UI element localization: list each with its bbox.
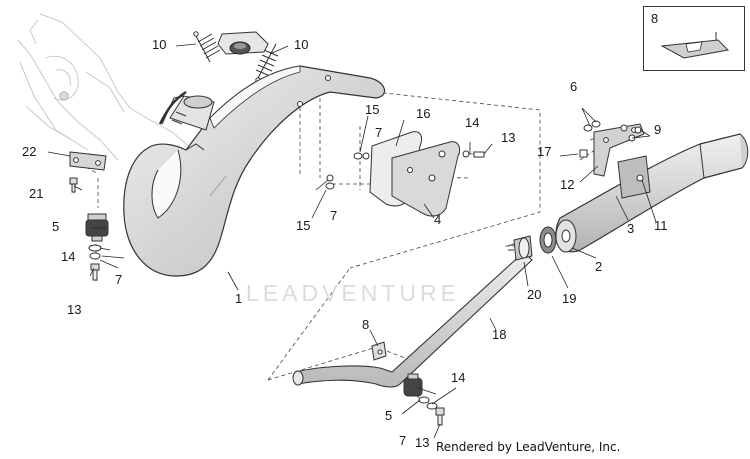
muffler-bracket-3 bbox=[593, 123, 651, 199]
callout-13-shield[interactable]: 13 bbox=[501, 130, 516, 145]
callout-10-right[interactable]: 10 bbox=[294, 37, 309, 52]
callout-9[interactable]: 9 bbox=[654, 122, 662, 137]
shield-hardware bbox=[325, 150, 485, 190]
spring-left bbox=[193, 31, 221, 63]
callout-13-left[interactable]: 13 bbox=[67, 302, 82, 317]
leader-lines bbox=[47, 43, 657, 439]
callout-1[interactable]: 1 bbox=[235, 291, 243, 306]
callout-10-left[interactable]: 10 bbox=[152, 37, 167, 52]
render-credit: Rendered by LeadVenture, Inc. bbox=[436, 440, 621, 454]
callout-7-bottom[interactable]: 7 bbox=[399, 433, 407, 448]
callout-21[interactable]: 21 bbox=[29, 186, 44, 201]
callout-2[interactable]: 2 bbox=[595, 259, 603, 274]
callout-18[interactable]: 18 bbox=[492, 327, 507, 342]
bracket-hardware bbox=[579, 120, 642, 158]
callout-14-left[interactable]: 14 bbox=[61, 249, 76, 264]
cylinder-flange bbox=[217, 31, 269, 55]
callout-14-bottom[interactable]: 14 bbox=[451, 370, 466, 385]
bracket-22 bbox=[69, 151, 107, 171]
callout-22[interactable]: 22 bbox=[22, 144, 37, 159]
callout-13-bottom[interactable]: 13 bbox=[415, 435, 430, 450]
callout-5-left[interactable]: 5 bbox=[52, 219, 60, 234]
rear-mount-stack bbox=[403, 373, 445, 426]
inset-box bbox=[643, 6, 745, 71]
watermark: LEADVENTURE bbox=[246, 280, 460, 306]
bolt-21 bbox=[69, 177, 78, 193]
inset-label: 8 bbox=[651, 11, 659, 26]
left-mount-stack bbox=[85, 213, 109, 281]
callout-6[interactable]: 6 bbox=[570, 79, 578, 94]
callout-3[interactable]: 3 bbox=[627, 221, 635, 236]
frame-bolt bbox=[59, 91, 69, 101]
callout-15-upper[interactable]: 15 bbox=[365, 102, 380, 117]
collar-20 bbox=[507, 235, 533, 261]
silencer-2 bbox=[555, 133, 749, 253]
callout-7-upper[interactable]: 7 bbox=[375, 125, 383, 140]
inset-part-8 bbox=[660, 32, 730, 59]
heat-shield-4 bbox=[391, 141, 461, 217]
frame-outline bbox=[17, 13, 199, 161]
callout-11[interactable]: 11 bbox=[654, 218, 668, 233]
callout-17[interactable]: 17 bbox=[537, 144, 552, 159]
callout-12[interactable]: 12 bbox=[560, 177, 575, 192]
callout-16[interactable]: 16 bbox=[416, 106, 431, 121]
expansion-chamber bbox=[123, 65, 386, 277]
callout-7-left[interactable]: 7 bbox=[115, 272, 123, 287]
callout-20[interactable]: 20 bbox=[527, 287, 542, 302]
callout-7-mid[interactable]: 7 bbox=[330, 208, 338, 223]
callout-5-bottom[interactable]: 5 bbox=[385, 408, 393, 423]
tail-pipe-18 bbox=[292, 251, 533, 388]
gasket-19 bbox=[539, 226, 557, 254]
callout-14-shield[interactable]: 14 bbox=[465, 115, 480, 130]
callout-19[interactable]: 19 bbox=[562, 291, 577, 306]
callout-15-lower[interactable]: 15 bbox=[296, 218, 311, 233]
callout-8[interactable]: 8 bbox=[362, 317, 370, 332]
callout-4[interactable]: 4 bbox=[434, 212, 442, 227]
